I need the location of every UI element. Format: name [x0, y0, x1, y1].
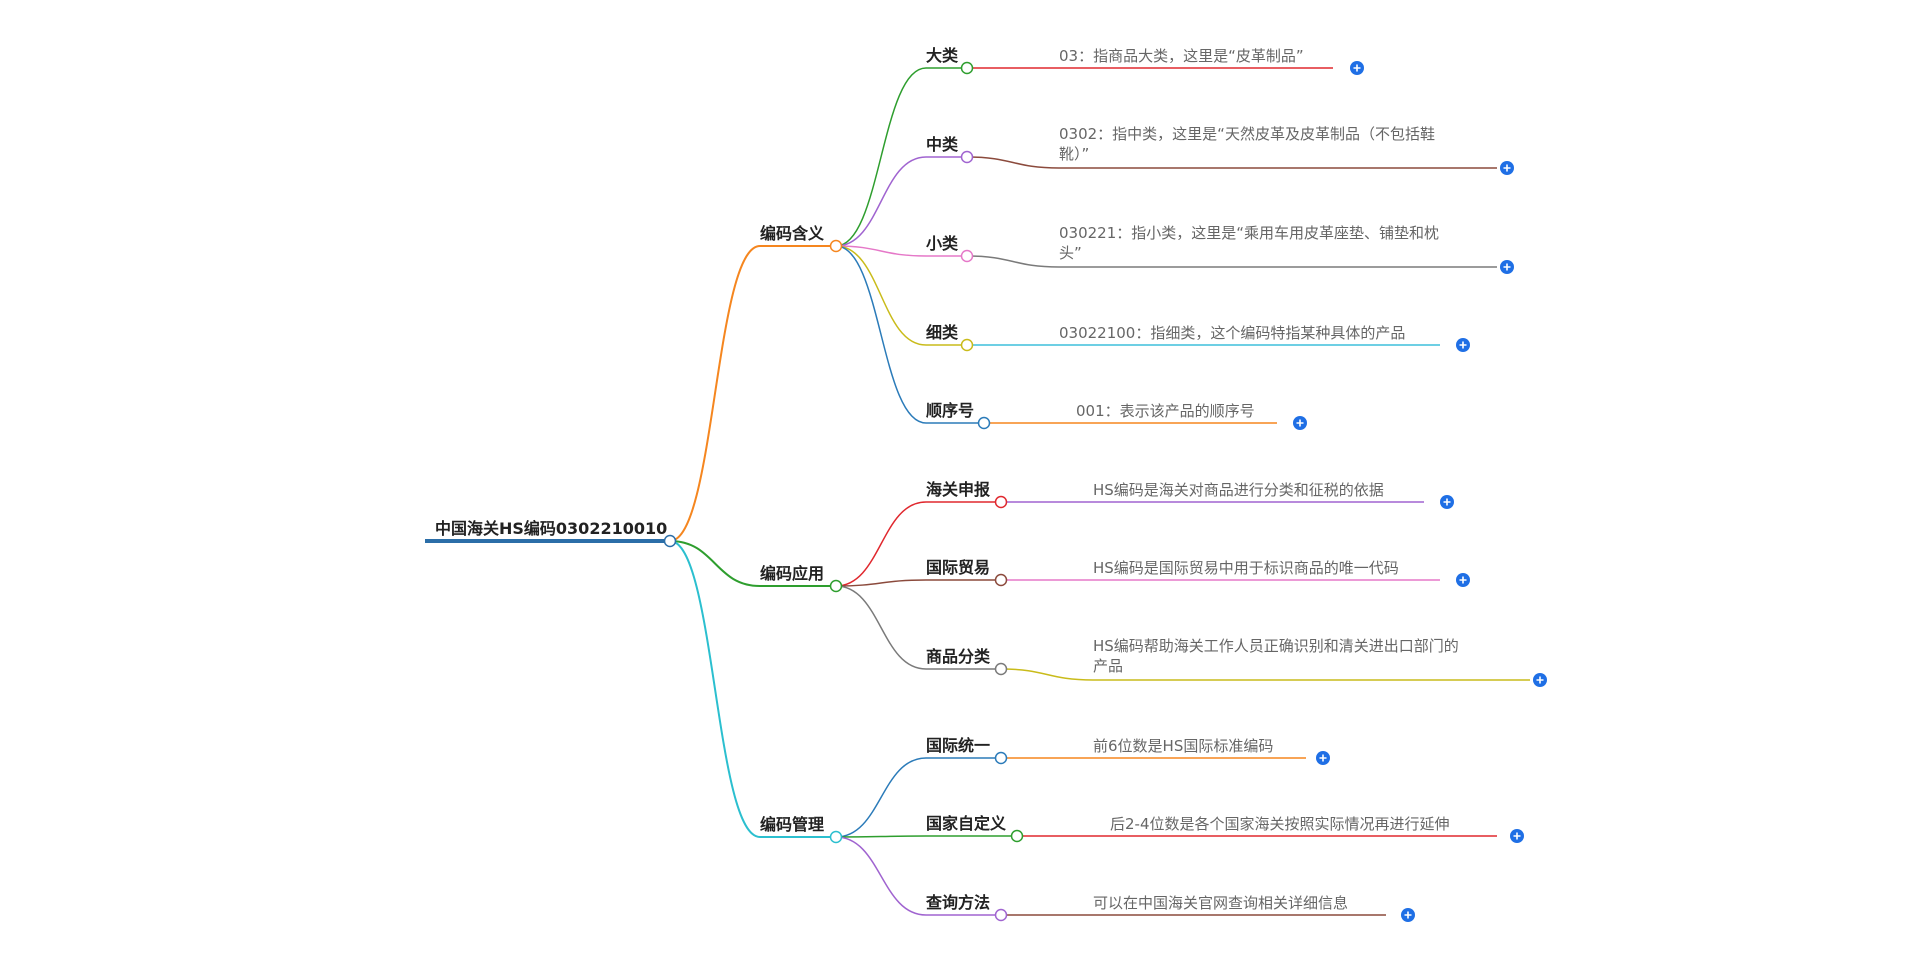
sub-topic-label: 大类 [926, 46, 959, 65]
expand-button[interactable] [1456, 338, 1470, 352]
leaf-text: 001：表示该产品的顺序号 [1076, 402, 1255, 420]
plus-glyph [1503, 164, 1511, 172]
sub-connector [835, 501, 927, 587]
branch-label: 编码管理 [760, 815, 824, 834]
expand-button[interactable] [1293, 416, 1307, 430]
branch-connector [669, 540, 761, 587]
plus-glyph [1296, 419, 1304, 427]
leaf-connector [966, 255, 1060, 268]
expand-button[interactable] [1316, 751, 1330, 765]
branch-node-dot[interactable] [829, 239, 843, 253]
leaf-text: 前6位数是HS国际标准编码 [1093, 737, 1273, 755]
sub-connector [835, 836, 927, 916]
sub-node-dot[interactable] [994, 573, 1008, 587]
expand-button[interactable] [1533, 673, 1547, 687]
branch-label: 编码应用 [760, 564, 824, 583]
branch-node-dot[interactable] [829, 830, 843, 844]
branch-connector [669, 245, 761, 542]
expand-button[interactable] [1456, 573, 1470, 587]
sub-connector [835, 757, 927, 838]
leaf-text: HS编码是海关对商品进行分类和征税的依据 [1093, 481, 1384, 499]
leaf-text: HS编码是国际贸易中用于标识商品的唯一代码 [1093, 559, 1399, 577]
branch-label: 编码含义 [760, 224, 824, 243]
sub-connector [835, 245, 927, 424]
plus-glyph [1459, 341, 1467, 349]
sub-connector [835, 245, 927, 346]
plus-glyph [1459, 576, 1467, 584]
sub-topic-label: 商品分类 [926, 647, 991, 666]
plus-glyph [1404, 911, 1412, 919]
leaf-text: 03022100：指细类，这个编码特指某种具体的产品 [1059, 324, 1405, 342]
plus-glyph [1319, 754, 1327, 762]
leaf-text: 0302：指中类，这里是“天然皮革及皮革制品（不包括鞋 [1059, 125, 1435, 143]
sub-connector [835, 67, 927, 247]
leaf-text: 03：指商品大类，这里是“皮革制品” [1059, 47, 1304, 65]
sub-topic-label: 中类 [926, 135, 959, 154]
expand-button[interactable] [1440, 495, 1454, 509]
sub-node-dot[interactable] [960, 150, 974, 164]
leaf-text: HS编码帮助海关工作人员正确识别和清关进出口部门的 [1093, 637, 1459, 655]
sub-node-dot[interactable] [994, 662, 1008, 676]
root-title: 中国海关HS编码0302210010 [435, 519, 667, 538]
expand-button[interactable] [1350, 61, 1364, 75]
sub-topic-label: 国家自定义 [926, 814, 1006, 833]
sub-topic-label: 国际贸易 [926, 558, 990, 577]
leaf-connector [1000, 668, 1094, 681]
sub-topic-label: 国际统一 [926, 736, 990, 755]
leaf-text: 后2-4位数是各个国家海关按照实际情况再进行延伸 [1110, 815, 1450, 833]
plus-glyph [1443, 498, 1451, 506]
connector-lines [425, 67, 1530, 916]
branch-connector [669, 540, 761, 838]
leaf-text: 头” [1059, 244, 1082, 262]
leaf-text: 产品 [1093, 657, 1123, 675]
expand-button[interactable] [1510, 829, 1524, 843]
branch-node-dot[interactable] [829, 579, 843, 593]
expand-button[interactable] [1500, 260, 1514, 274]
plus-glyph [1536, 676, 1544, 684]
plus-glyph [1503, 263, 1511, 271]
sub-topic-label: 小类 [926, 234, 959, 253]
sub-node-dot[interactable] [994, 908, 1008, 922]
sub-topic-label: 查询方法 [926, 893, 990, 912]
root-node-dot[interactable] [663, 534, 677, 548]
leaf-text: 可以在中国海关官网查询相关详细信息 [1093, 894, 1348, 912]
expand-button[interactable] [1401, 908, 1415, 922]
plus-glyph [1353, 64, 1361, 72]
sub-node-dot[interactable] [977, 416, 991, 430]
sub-topic-label: 海关申报 [926, 480, 990, 499]
sub-node-dot[interactable] [1010, 829, 1024, 843]
sub-node-dot[interactable] [960, 249, 974, 263]
sub-connector [835, 585, 927, 670]
sub-connector [835, 579, 927, 587]
sub-topic-label: 顺序号 [926, 401, 974, 420]
sub-connector [835, 156, 927, 247]
sub-node-dot[interactable] [960, 338, 974, 352]
sub-node-dot[interactable] [960, 61, 974, 75]
sub-node-dot[interactable] [994, 495, 1008, 509]
leaf-text: 030221：指小类，这里是“乘用车用皮革座垫、铺垫和枕 [1059, 224, 1439, 242]
mindmap-nodes: 中国海关HS编码0302210010 编码含义 大类 03：指商品大类，这里是“皮革制… [435, 46, 1547, 922]
sub-connector [835, 245, 927, 257]
sub-node-dot[interactable] [994, 751, 1008, 765]
sub-topic-label: 细类 [926, 323, 959, 342]
sub-connector [835, 835, 927, 838]
leaf-text: 靴）” [1059, 145, 1089, 163]
leaf-connector [966, 156, 1060, 169]
plus-glyph [1513, 832, 1521, 840]
expand-button[interactable] [1500, 161, 1514, 175]
